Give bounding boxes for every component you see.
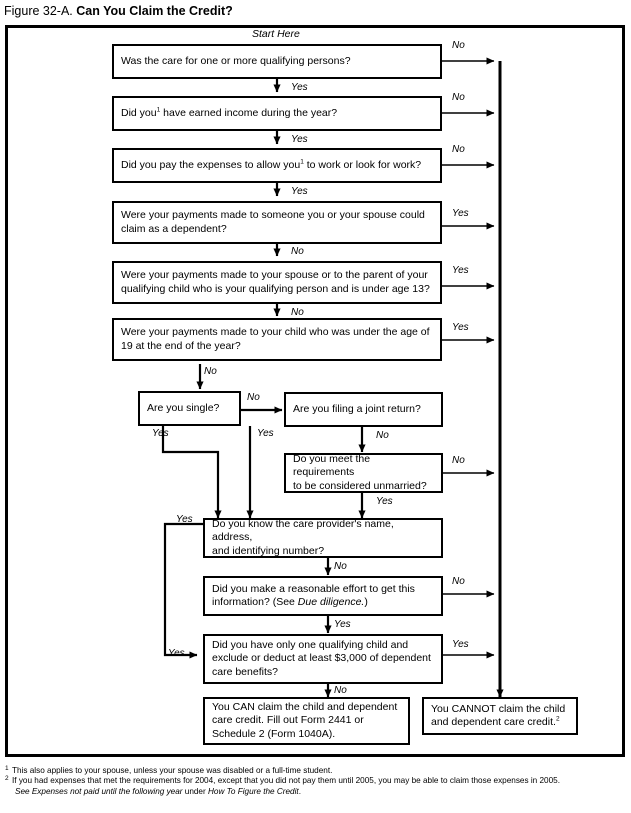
node-q6-line2: 19 at the end of the year?: [121, 339, 241, 352]
node-q10-line1: Do you know the care provider's name, ad…: [212, 517, 394, 544]
node-q1-text: Was the care for one or more qualifying …: [121, 54, 351, 67]
node-q6-line1: Were your payments made to your child wh…: [121, 326, 430, 338]
node-q5-line1: Were your payments made to your spouse o…: [121, 269, 428, 281]
node-result-cannot-claim: You CANNOT claim the child and dependent…: [422, 697, 578, 735]
edge-label-q10-no: No: [334, 561, 347, 572]
node-q1-qualifying-persons: Was the care for one or more qualifying …: [112, 44, 442, 79]
edge-label-q9-no: No: [452, 455, 465, 466]
node-q2-earned-income: Did you1 have earned income during the y…: [112, 96, 442, 131]
node-q3-expenses-to-work: Did you pay the expenses to allow you1 t…: [112, 148, 442, 183]
footnote-1-text: This also applies to your spouse, unless…: [12, 766, 333, 775]
node-q3-text: Did you pay the expenses to allow you1 t…: [121, 158, 422, 171]
edge-label-q12-left-yes: Yes: [168, 648, 185, 659]
node-q7-text: Are you single?: [147, 401, 220, 414]
edge-label-q4-no: No: [291, 246, 304, 257]
node-q4-line1: Were your payments made to someone you o…: [121, 209, 425, 221]
page-title: Figure 32-A. Can You Claim the Credit?: [4, 4, 233, 19]
node-q7-are-you-single: Are you single?: [138, 391, 241, 426]
edge-label-q1-yes: Yes: [291, 82, 308, 93]
edge-label-q5-yes: Yes: [452, 265, 469, 276]
footnote-ref-2: 2: [555, 715, 560, 723]
node-result-can-claim: You CAN claim the child and dependent ca…: [203, 697, 410, 745]
edge-label-q3-no: No: [452, 144, 465, 155]
footnote-2-text: If you had expenses that met the require…: [12, 776, 560, 786]
edge-label-q12-yes: Yes: [452, 639, 469, 650]
node-q4-line2: claim as a dependent?: [121, 222, 227, 235]
node-q9-considered-unmarried: Do you meet the requirements to be consi…: [284, 453, 443, 493]
node-q5-line2: qualifying child who is your qualifying …: [121, 282, 430, 295]
node-q8-text: Are you filing a joint return?: [293, 402, 421, 415]
result-cannot-line2: and dependent care credit.2: [431, 715, 560, 728]
figure-number: Figure 32-A.: [4, 4, 73, 18]
footnote-1-mark: 1: [5, 765, 9, 772]
node-q11-line1: Did you make a reasonable effort to get …: [212, 582, 415, 595]
start-here-label: Start Here: [252, 28, 300, 40]
edge-label-q9-yes: Yes: [376, 496, 393, 507]
edge-label-q2-no: No: [452, 92, 465, 103]
edge-label-q7-no: No: [247, 392, 260, 403]
edge-label-q11-no: No: [452, 576, 465, 587]
edge-label-q11-yes: Yes: [334, 619, 351, 630]
node-q9-line2: to be considered unmarried?: [293, 479, 427, 492]
result-can-line2: care credit. Fill out Form 2441 or: [212, 714, 364, 727]
footnote-ref-1: 1: [156, 106, 161, 114]
edge-label-q4-yes: Yes: [452, 208, 469, 219]
node-q11-reasonable-effort: Did you make a reasonable effort to get …: [203, 576, 443, 616]
result-can-line3: Schedule 2 (Form 1040A).: [212, 727, 336, 740]
node-q12-line1: Did you have only one qualifying child a…: [212, 638, 409, 651]
node-q11-line2: information? (See Due diligence.): [212, 596, 368, 608]
due-diligence-ref: Due diligence.: [297, 596, 365, 608]
node-q12-one-child-3000-benefits: Did you have only one qualifying child a…: [203, 634, 443, 684]
node-q10-line2: and identifying number?: [212, 544, 325, 557]
node-q8-joint-return: Are you filing a joint return?: [284, 392, 443, 427]
edge-label-q12-no: No: [334, 685, 347, 696]
footnote-2-continued: See Expenses not paid until the followin…: [15, 786, 301, 796]
footnote-ref-1b: 1: [300, 158, 304, 166]
node-q5-payments-to-spouse-or-parent: Were your payments made to your spouse o…: [112, 261, 442, 304]
edge-label-q7-yes: Yes: [152, 428, 169, 439]
node-q10-care-provider-info: Do you know the care provider's name, ad…: [203, 518, 443, 558]
edge-label-q3-yes: Yes: [291, 186, 308, 197]
edge-label-q5-no: No: [291, 307, 304, 318]
edge-label-q6-yes: Yes: [452, 322, 469, 333]
footnote-2-mark: 2: [5, 775, 9, 783]
node-q9-line1: Do you meet the requirements: [293, 452, 371, 479]
result-cannot-line1: You CANNOT claim the child: [431, 702, 566, 715]
node-q2-text: Did you1 have earned income during the y…: [121, 106, 338, 119]
edge-label-q8-yes: Yes: [257, 428, 274, 439]
result-can-line1: You CAN claim the child and dependent: [212, 700, 398, 713]
node-q4-payments-to-dependent: Were your payments made to someone you o…: [112, 201, 442, 244]
edge-label-q2-yes: Yes: [291, 134, 308, 145]
node-q6-payments-to-child-under-19: Were your payments made to your child wh…: [112, 318, 442, 361]
node-q12-line2: exclude or deduct at least $3,000 of dep…: [212, 652, 431, 665]
edge-label-q6-no: No: [204, 366, 217, 377]
node-q12-line3: care benefits?: [212, 665, 278, 678]
edge-label-q10-yes: Yes: [176, 514, 193, 525]
edge-label-q1-no: No: [452, 40, 465, 51]
edge-label-q8-no: No: [376, 430, 389, 441]
figure-name: Can You Claim the Credit?: [76, 4, 233, 18]
